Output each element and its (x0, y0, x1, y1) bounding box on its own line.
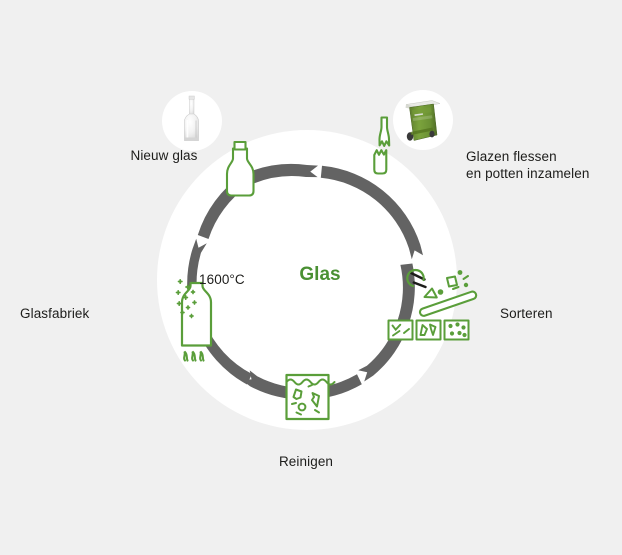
green-wheelie-bin-photo-icon (405, 100, 441, 141)
furnace-melting-icon (175, 278, 213, 362)
nieuw-glas-photo-badge (162, 91, 222, 151)
broken-bottle-icon (373, 116, 391, 175)
bottle-outline-icon (225, 140, 255, 197)
glass-bottle-photo-icon (184, 95, 199, 141)
label-nieuw-glas: Nieuw glas (130, 148, 198, 163)
conveyor-sorting-icon (387, 268, 478, 341)
ring-segment-2 (320, 165, 423, 260)
ring-segment-1 (245, 163, 318, 185)
cycle-ring (187, 163, 423, 400)
washing-tank-icon (285, 373, 336, 421)
center-title-glas: Glas (299, 264, 341, 285)
label-glazen-flessen-inzamelen: Glazen flessen en potten inzamelen (466, 149, 590, 181)
label-sorteren: Sorteren (500, 306, 553, 321)
label-temperature: 1600°C (199, 272, 245, 287)
inzamelen-photo-badge (393, 90, 453, 150)
ring-segment-4 (242, 370, 362, 400)
label-glasfabriek: Glasfabriek (20, 306, 90, 321)
label-reinigen: Reinigen (278, 454, 334, 469)
